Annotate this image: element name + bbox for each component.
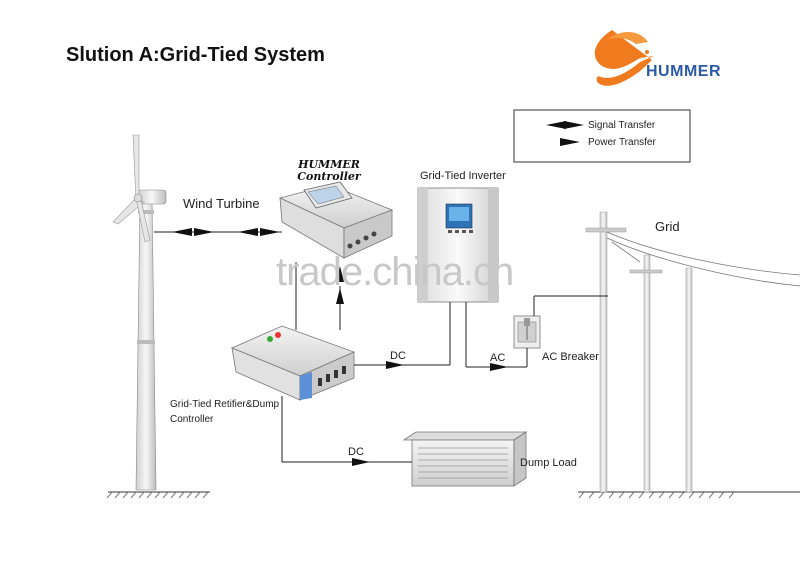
dump-load bbox=[402, 431, 528, 487]
legend-box bbox=[513, 109, 691, 163]
signal-arrow-icon bbox=[546, 121, 584, 129]
rectifier-label: Grid-Tied Retifier&Dump Controller bbox=[170, 397, 279, 427]
hummer-controller bbox=[278, 181, 394, 259]
controller-title: HUMMER Controller bbox=[294, 159, 364, 183]
wind-turbine bbox=[112, 134, 167, 491]
dump-load-label: Dump Load bbox=[520, 457, 577, 469]
controller-title-line2: Controller bbox=[297, 170, 361, 183]
inverter-label: Grid-Tied Inverter bbox=[420, 170, 506, 182]
rectifier-label-line1: Grid-Tied Retifier&Dump bbox=[170, 399, 280, 410]
rectifier-dump-controller bbox=[230, 325, 356, 401]
ground-hatch-marks bbox=[106, 491, 735, 499]
page-title: Slution A:Grid-Tied System bbox=[66, 44, 325, 66]
grid-poles bbox=[585, 211, 800, 493]
arrow-markers bbox=[172, 228, 508, 466]
wind-turbine-label: Wind Turbine bbox=[183, 196, 260, 211]
grid-label: Grid bbox=[655, 219, 680, 234]
dc-label-dump: DC bbox=[348, 446, 364, 458]
legend-power-label: Power Transfer bbox=[588, 137, 656, 148]
brand-name: HUMMER bbox=[646, 63, 721, 80]
ac-label: AC bbox=[490, 352, 506, 364]
ac-breaker bbox=[513, 315, 541, 349]
rectifier-label-line2: Controller bbox=[170, 414, 214, 425]
watermark-text: trade.china.cn bbox=[276, 250, 514, 294]
ac-breaker-label: AC Breaker bbox=[542, 351, 599, 363]
legend-signal-label: Signal Transfer bbox=[588, 120, 656, 131]
controller-title-line1: HUMMER bbox=[298, 158, 360, 171]
dc-label-inverter: DC bbox=[390, 350, 406, 362]
power-arrow-icon bbox=[560, 138, 580, 146]
grid-tied-inverter bbox=[417, 187, 499, 303]
hummer-logo-icon bbox=[594, 30, 654, 86]
